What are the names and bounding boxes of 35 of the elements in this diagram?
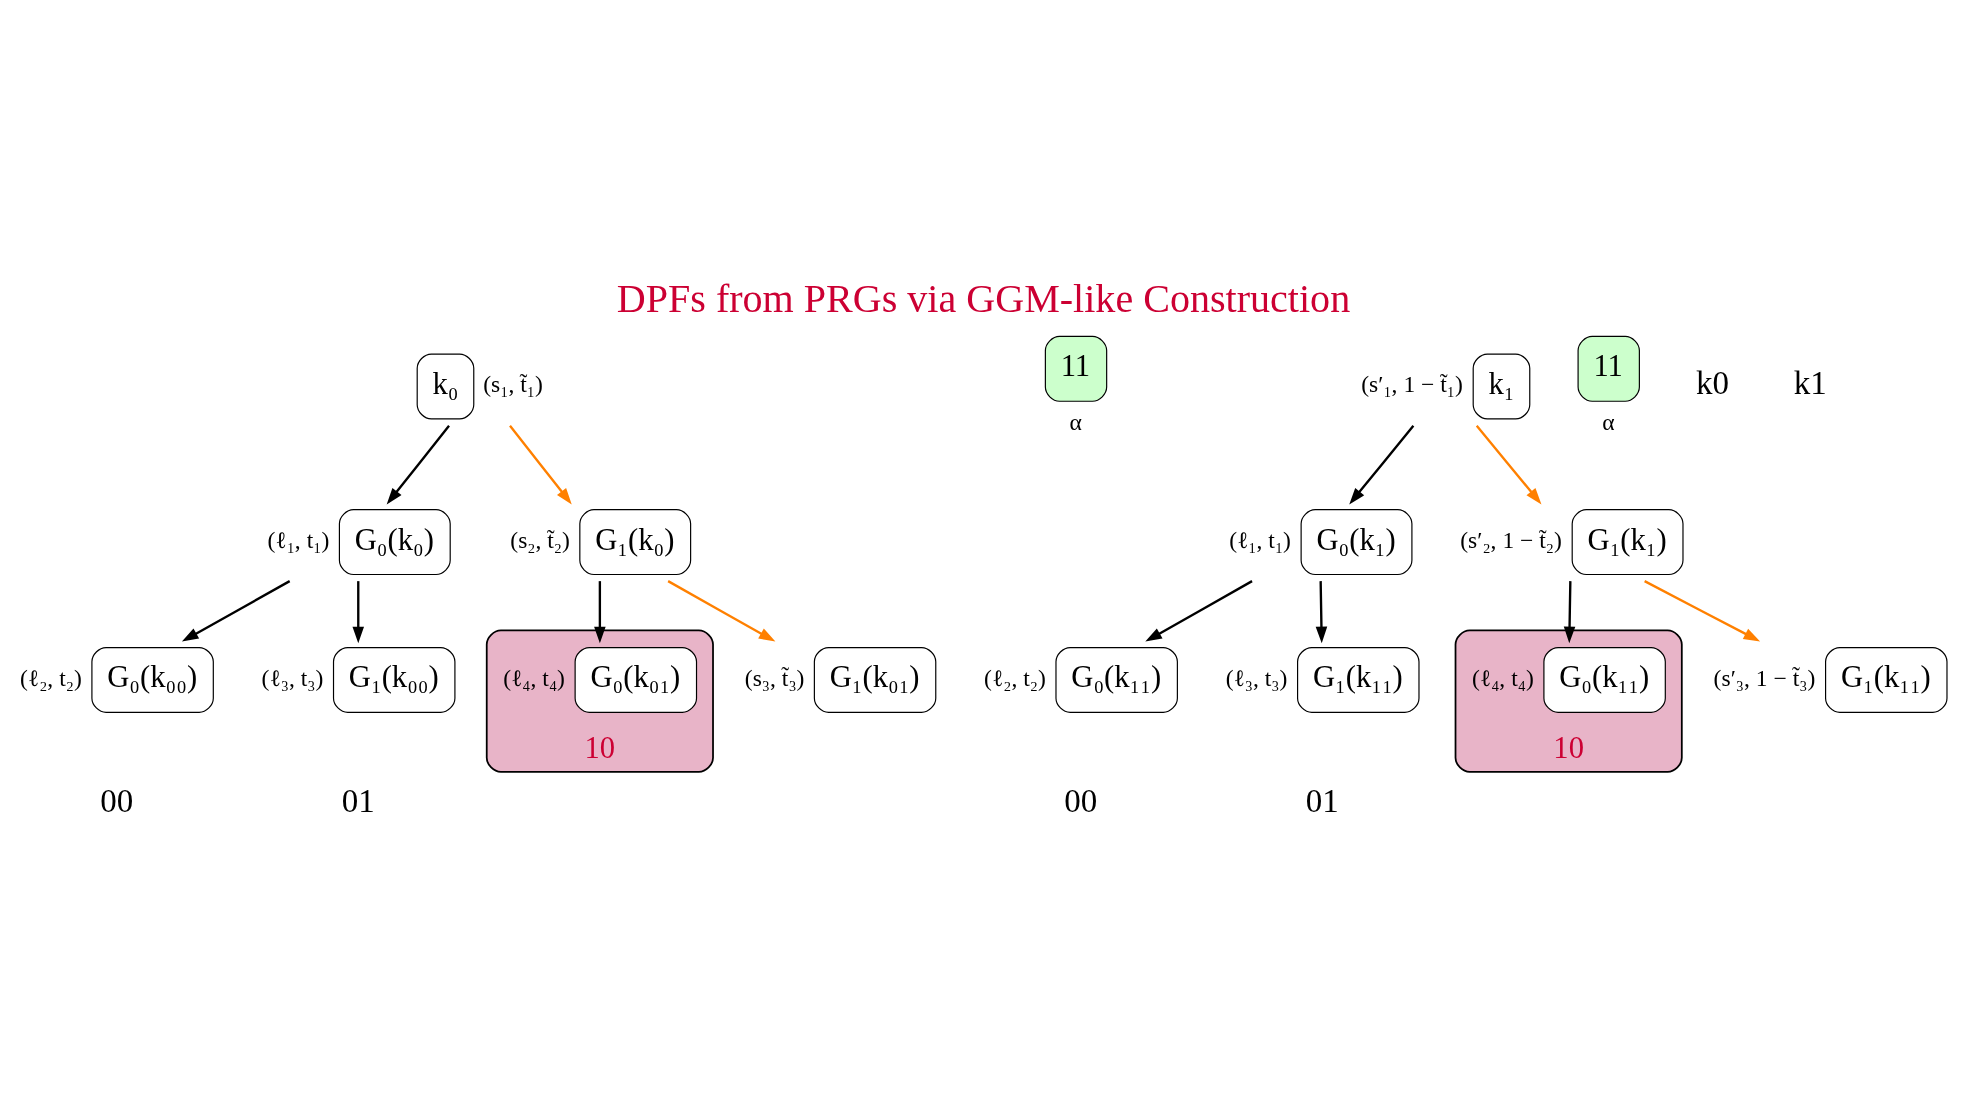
arrow [386,424,450,504]
arrow [594,580,606,643]
label: 01 [1305,782,1339,819]
label: 01 [341,782,375,819]
label: 00 [1064,782,1098,819]
arrow [352,580,365,643]
arrow [667,579,776,642]
arrow [181,579,291,642]
node-label: (ℓ₂, t₂) [20,664,82,691]
arrow [1315,580,1328,643]
arrow [1145,579,1253,642]
node-label: (s′₂, 1 − t̃₂) [1460,526,1562,553]
node-label: α [1602,408,1615,435]
arrow [1475,424,1542,504]
label: 00 [100,782,134,819]
node-label: (s′₁, 1 − t̃₁) [1361,370,1463,397]
node-label: α [1069,408,1082,435]
node-label: (s₁, t̃₁) [483,370,543,397]
label: k1 [1793,364,1827,401]
node-label: (ℓ₂, t₂) [984,664,1046,691]
node-label: (ℓ₃, t₃) [261,664,324,691]
node-label: (s′₃, 1 − t̃₃) [1713,664,1816,691]
node-label: (ℓ₃, t₃) [1225,664,1288,691]
arrow [1349,424,1415,504]
arrow [509,424,572,504]
arrow [1644,579,1761,641]
node-label: (ℓ₄, t₄) [1472,664,1534,691]
diagram-title: DPFs from PRGs via GGM-like Construction [616,275,1351,321]
node-label: (ℓ₁, t₁) [267,526,330,553]
node-label: (ℓ₄, t₄) [503,664,565,691]
node-label: (ℓ₁, t₁) [1229,526,1291,553]
label: k0 [1695,364,1729,401]
node-label: (s₃, t̃₃) [744,664,805,691]
node-label: (s₂, t̃₂) [510,526,570,553]
arrow [1563,580,1576,643]
